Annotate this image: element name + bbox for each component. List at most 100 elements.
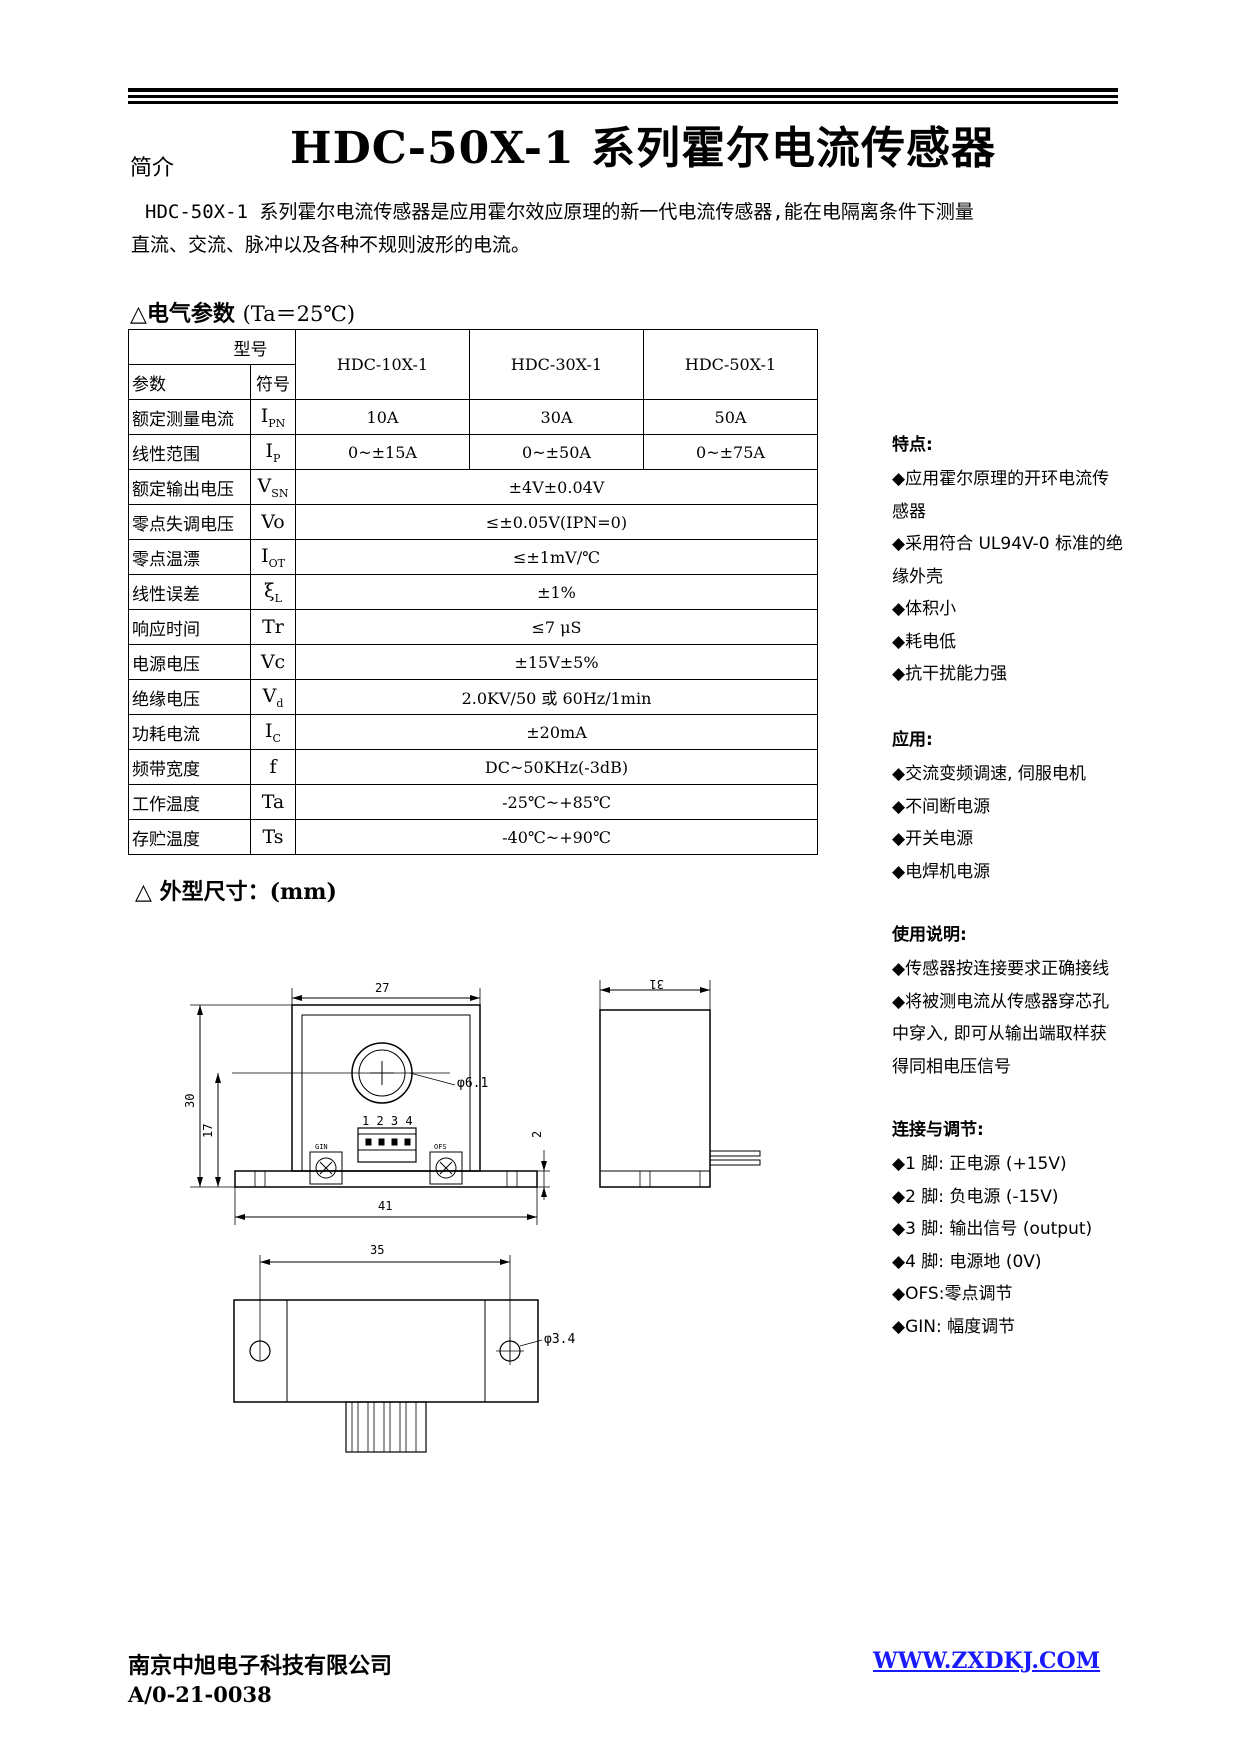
symbol-main: I: [261, 544, 269, 567]
symbol-subscript: L: [274, 591, 282, 605]
param-symbol: IP: [250, 434, 296, 470]
param-name: 电源电压: [128, 644, 251, 680]
symbol-main: V: [257, 474, 272, 497]
applications-item: ◆不间断电源: [892, 796, 991, 817]
connection-item: ◆2 脚: 负电源 (-15V): [892, 1186, 1059, 1207]
param-value: 10A: [295, 399, 470, 435]
model-header: HDC-30X-1: [469, 329, 644, 400]
parameter-table: 型号 HDC-10X-1 HDC-30X-1 HDC-50X-1 参数 符号 额…: [128, 329, 818, 855]
header-diagonal: [128, 329, 298, 399]
features-item: ◆体积小: [892, 599, 957, 619]
dimensions-heading: △ 外型尺寸：(mm): [135, 879, 337, 905]
table-row: 电源电压 Vc ±15V±5%: [128, 644, 818, 680]
features-item: ◆耗电低: [892, 631, 957, 652]
symbol-main: I: [260, 404, 269, 427]
param-symbol: Vc: [250, 644, 296, 680]
connection-item: ◆4 脚: 电源地 (0V): [892, 1251, 1042, 1272]
header-rule-top: [128, 88, 1118, 92]
usage-item: 得同相电压信号: [892, 1056, 1011, 1077]
param-name: 零点温漂: [128, 539, 251, 575]
usage-item: ◆将被测电流从传感器穿芯孔: [892, 991, 1110, 1012]
connection-item: ◆1 脚: 正电源 (+15V): [892, 1154, 1067, 1174]
applications-item: ◆交流变频调速, 伺服电机: [892, 764, 1086, 784]
dim-label-41: 41: [378, 1199, 392, 1213]
dim-label-hole: φ6.1: [457, 1076, 488, 1091]
features-item: 缘外壳: [892, 566, 943, 587]
gin-label: GIN: [315, 1143, 328, 1151]
symbol-main: V: [262, 684, 277, 707]
outline-drawing: 27 φ6.1 1 2 3 4 GIN OFS 30 17 2: [183, 977, 761, 1453]
param-value: ±1%: [295, 574, 818, 610]
usage-item: 中穿入, 即可从输出端取样获: [892, 1024, 1107, 1044]
intro-label: 简介: [130, 156, 175, 181]
param-name: 线性范围: [128, 434, 251, 470]
features-item: 感器: [892, 501, 926, 522]
symbol-main: Vc: [260, 651, 286, 673]
electrical-condition: (Ta＝25℃): [242, 302, 356, 326]
dim-label-31: 31: [650, 977, 664, 991]
dim-label-30: 30: [183, 1094, 197, 1108]
connection-item: ◆OFS:零点调节: [892, 1284, 1013, 1304]
symbol-main: ξ: [264, 579, 275, 602]
param-symbol: Vo: [250, 504, 296, 540]
connection-heading: 连接与调节:: [892, 1120, 984, 1140]
dim-label-27: 27: [375, 981, 389, 995]
features-section: 特点: ◆应用霍尔原理的开环电流传 感器 ◆采用符合 UL94V-0 标准的绝 …: [892, 430, 1142, 691]
intro-text: HDC-50X-1 系列霍尔电流传感器是应用霍尔效应原理的新一代电流传感器,能在…: [131, 196, 1120, 262]
header-rule-mid: [128, 95, 1118, 98]
footer-doc-number: A/0-21-0038: [128, 1682, 272, 1707]
param-symbol: Ts: [250, 819, 296, 855]
param-value: ≤±0.05V(IPN=0): [295, 504, 818, 540]
param-symbol: f: [250, 749, 296, 785]
dim-label-2: 2: [530, 1131, 544, 1138]
footer-company: 南京中旭电子科技有限公司: [128, 1654, 393, 1679]
symbol-subscript: P: [273, 451, 281, 465]
features-item: ◆采用符合 UL94V-0 标准的绝: [892, 534, 1124, 554]
dim-label-17: 17: [201, 1124, 215, 1138]
param-name: 功耗电流: [128, 714, 251, 750]
model-header: HDC-50X-1: [643, 329, 818, 400]
param-value: DC~50KHz(-3dB): [295, 749, 818, 785]
param-value: -40℃~+90℃: [295, 819, 818, 855]
header-rule-bottom: [128, 101, 1118, 104]
param-value: ±20mA: [295, 714, 818, 750]
param-symbol: IPN: [250, 399, 296, 435]
symbol-main: Ta: [261, 791, 285, 813]
param-name: 频带宽度: [128, 749, 251, 785]
features-heading: 特点:: [892, 435, 933, 455]
param-value: ±4V±0.04V: [295, 469, 818, 505]
symbol-subscript: C: [272, 731, 281, 745]
param-value: -25℃~+85℃: [295, 784, 818, 820]
param-name: 工作温度: [128, 784, 251, 820]
param-value: ±15V±5%: [295, 644, 818, 680]
param-symbol: IC: [250, 714, 296, 750]
param-symbol: Tr: [250, 609, 296, 645]
param-symbol: Ta: [250, 784, 296, 820]
applications-item: ◆开关电源: [892, 829, 974, 849]
applications-item: ◆电焊机电源: [892, 861, 991, 882]
usage-item: ◆传感器按连接要求正确接线: [892, 959, 1110, 979]
symbol-subscript: OT: [268, 556, 285, 570]
features-item: ◆抗干扰能力强: [892, 664, 1008, 684]
usage-heading: 使用说明:: [892, 925, 967, 945]
param-value: 0~±75A: [643, 434, 818, 470]
param-name: 绝缘电压: [128, 679, 251, 715]
applications-section: 应用: ◆交流变频调速, 伺服电机 ◆不间断电源 ◆开关电源 ◆电焊机电源: [892, 725, 1142, 888]
table-row: 工作温度 Ta -25℃~+85℃: [128, 784, 818, 820]
param-value: 0~±50A: [469, 434, 644, 470]
electrical-heading: △电气参数 (Ta＝25℃): [130, 296, 355, 328]
param-symbol: Vd: [250, 679, 296, 715]
footer-website-link[interactable]: WWW.ZXDKJ.COM: [873, 1648, 1101, 1674]
pin-numbers: 1 2 3 4: [362, 1114, 413, 1128]
param-value: 50A: [643, 399, 818, 435]
param-value: 30A: [469, 399, 644, 435]
